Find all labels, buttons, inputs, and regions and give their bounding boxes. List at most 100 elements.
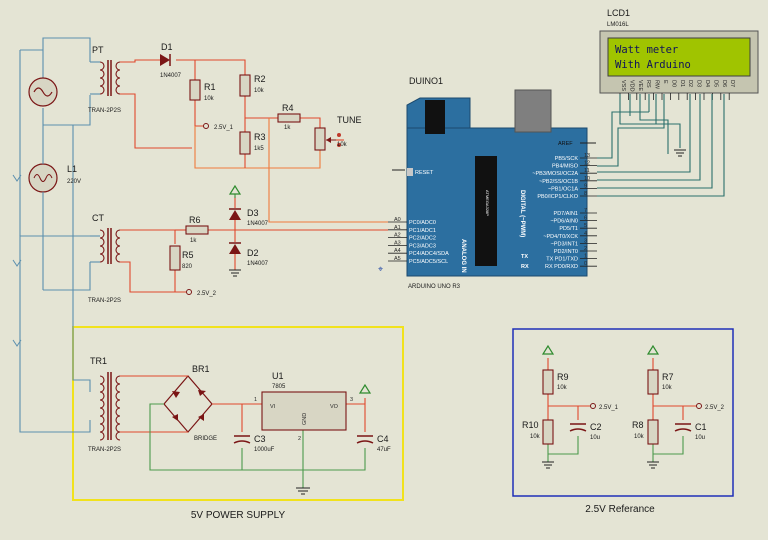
lcd-wiring [597, 94, 725, 197]
r8-ref: R8 [632, 420, 644, 430]
transformer-pt[interactable] [90, 60, 121, 96]
digital-pin-number: 9 [584, 183, 587, 189]
digital-pin-number: 1 [584, 254, 587, 260]
digital-pin-number: 6 [584, 216, 587, 222]
digital-pin-label: PB5/SCK [555, 156, 579, 162]
lamp-l1[interactable] [28, 148, 58, 210]
aref-label: AREF [558, 141, 573, 147]
terminal-ref-2v5-1[interactable] [590, 403, 596, 409]
c2-ref: C2 [590, 422, 602, 432]
terminal-2v5-2[interactable] [186, 289, 192, 295]
r1-ref: R1 [204, 82, 216, 92]
digital-pin-label: ~PD6/AIN0 [550, 219, 578, 225]
power-arrow-icon [541, 344, 555, 355]
c1-value: 10u [695, 435, 705, 441]
resistor-r4[interactable] [277, 113, 301, 123]
lcd-pin-label: VEE [637, 80, 643, 91]
bridge-rectifier[interactable] [163, 375, 213, 433]
lcd-pin-label: E [662, 80, 668, 84]
terminal-2v5-1[interactable] [203, 123, 209, 129]
ground-icon [296, 487, 310, 495]
mcu-chip [475, 156, 497, 266]
tx-label: TX [521, 254, 528, 260]
resistor-r9[interactable] [542, 369, 554, 395]
power-arrow-icon [358, 383, 372, 394]
digital-pin-label: PD2/INT0 [554, 249, 578, 255]
u1-pin-2: 2 [298, 436, 301, 442]
r6-ref: R6 [189, 215, 201, 225]
c4-ref: C4 [377, 434, 389, 444]
r5-value: 820 [182, 264, 193, 270]
tune-down-icon[interactable] [337, 143, 341, 147]
capacitor-c4[interactable] [356, 435, 374, 444]
resistor-r8[interactable] [647, 419, 659, 445]
analog-pin-list: PC0/ADC0A0PC1/ADC1A1PC2/ADC2A2PC3/ADC3A3… [388, 217, 449, 265]
lcd-model: LM016L [607, 22, 629, 28]
digital-pin-number: 5 [584, 223, 587, 229]
u1-model: 7805 [272, 384, 286, 390]
diode-d3[interactable] [229, 208, 241, 220]
r3-value: 1k5 [254, 146, 264, 152]
digital-pin-number: 0 [584, 261, 587, 267]
flow-arrow-icon [12, 259, 22, 267]
r4-ref: R4 [282, 103, 294, 113]
resistor-r3[interactable] [239, 131, 251, 155]
resistor-r10[interactable] [542, 419, 554, 445]
filament-icon [33, 174, 53, 182]
power-arrow-icon [228, 184, 242, 198]
analog-pin-label: PC2/ADC2 [409, 236, 436, 242]
digital-pin-number: 2 [584, 246, 587, 252]
tr1-ref: TR1 [90, 356, 107, 366]
capacitor-c3[interactable] [233, 435, 251, 444]
flow-arrow-icon [12, 174, 22, 182]
analog-pin-number: A2 [394, 233, 401, 239]
ct-ref: CT [92, 213, 104, 223]
ref-2v5-1-label: 2.5V_1 [599, 405, 619, 411]
reset-button[interactable] [407, 168, 413, 176]
digital-label: DIGITAL (~PWM) [519, 190, 525, 237]
diode-d2[interactable] [229, 242, 241, 254]
power-arrow-icon [646, 344, 660, 355]
resistor-r5[interactable] [169, 245, 181, 271]
d3-ref: D3 [247, 208, 259, 218]
r7-value: 10k [662, 385, 673, 391]
tune-up-icon[interactable] [337, 133, 341, 137]
terminal-2v5-1-label: 2.5V_1 [214, 125, 234, 131]
resistor-r2[interactable] [239, 74, 251, 97]
capacitor-c2[interactable] [569, 423, 587, 432]
reference-title: 2.5V Referance [585, 504, 655, 515]
reference-box [512, 328, 734, 497]
capacitor-c1[interactable] [674, 423, 692, 432]
d2-ref: D2 [247, 248, 259, 258]
r3-ref: R3 [254, 132, 266, 142]
diode-d1[interactable] [160, 54, 171, 66]
c3-value: 1000uF [254, 447, 275, 453]
lcd-module[interactable] [599, 30, 759, 94]
power-jack [514, 89, 552, 133]
digital-pin-number: 8 [584, 191, 587, 197]
u1-pin-3: 3 [350, 397, 353, 403]
lcd-pin-label: D4 [704, 80, 710, 87]
digital-pin-number: 11 [584, 168, 590, 174]
d1-model: 1N4007 [160, 73, 182, 79]
d2-model: 1N4007 [247, 261, 269, 267]
regulator-u1[interactable] [261, 391, 347, 431]
digital-pin-number: 10 [584, 176, 590, 182]
arduino-uno[interactable] [406, 89, 588, 277]
analog-pin-label: PC1/ADC1 [409, 228, 436, 234]
ref-2v5-2-label: 2.5V_2 [705, 405, 725, 411]
ac-source[interactable] [28, 77, 58, 107]
reset-label: RESET [415, 170, 434, 176]
r6-value: 1k [190, 238, 197, 244]
resistor-r1[interactable] [189, 79, 201, 101]
tune-potentiometer[interactable] [314, 127, 341, 151]
lamp-value: 220V [67, 179, 81, 185]
terminal-ref-2v5-2[interactable] [696, 403, 702, 409]
resistor-r7[interactable] [647, 369, 659, 395]
transformer-ct[interactable] [90, 228, 121, 264]
u1-pin-1: 1 [254, 397, 257, 403]
resistor-r6[interactable] [185, 225, 209, 235]
transformer-tr1[interactable] [99, 372, 121, 441]
analog-in-label: ANALOG IN [460, 239, 466, 273]
